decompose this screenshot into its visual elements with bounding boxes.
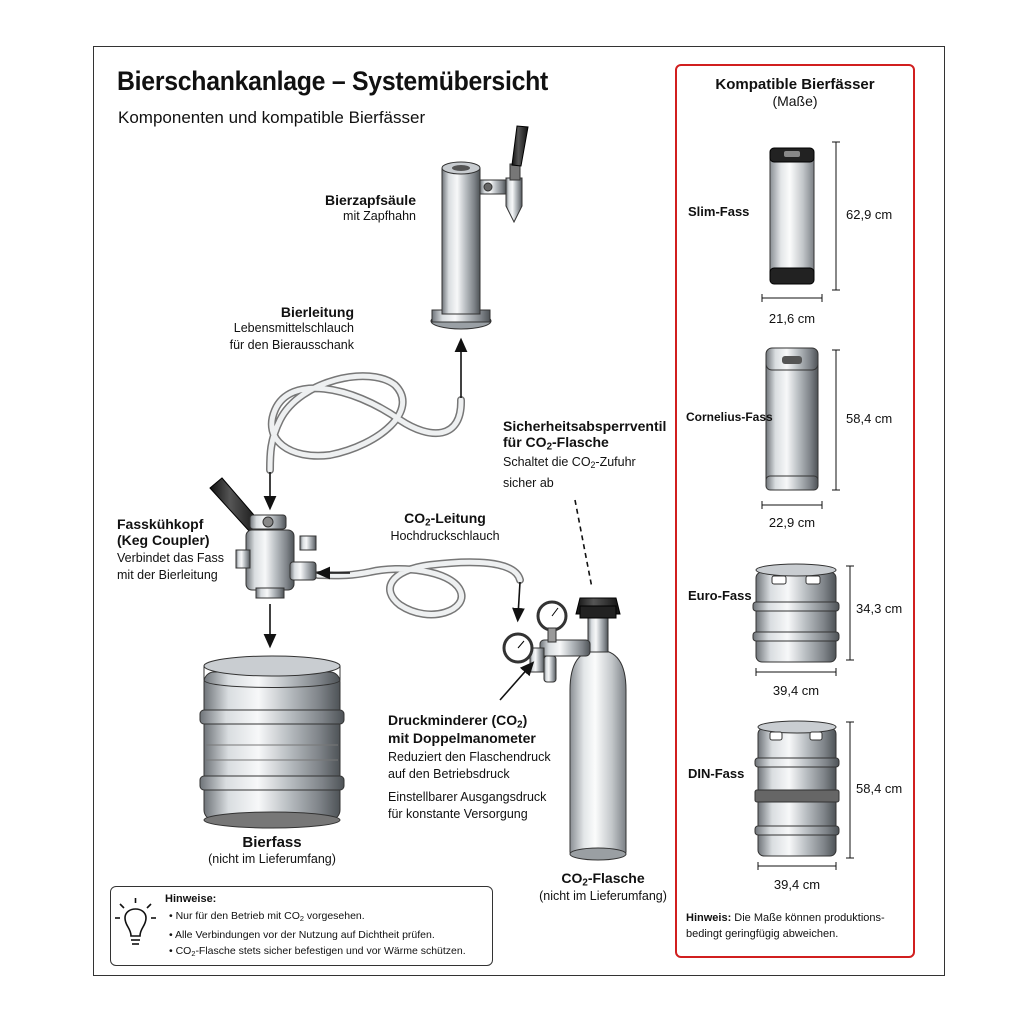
co2-line-label: CO2-Leitung Hochdruckschlauch xyxy=(380,510,510,545)
valve-label: Sicherheitsabsperrventil für CO2-Flasche… xyxy=(503,418,666,492)
regulator-name-2: mit Doppelmanometer xyxy=(388,730,536,747)
coupler-name-2: (Keg Coupler) xyxy=(117,532,210,548)
euro-keg-illustration xyxy=(752,563,840,663)
note-item-1: • Nur für den Betrieb mit CO2 vorgesehen… xyxy=(169,910,365,923)
slim-keg-illustration xyxy=(769,147,815,285)
keg-name-din: DIN-Fass xyxy=(688,766,745,781)
notes-list: • Nur für den Betrieb mit CO2 vorgesehen… xyxy=(169,908,466,962)
panel-subtitle: (Maße) xyxy=(772,93,818,109)
keg-name-slim: Slim-Fass xyxy=(688,204,750,219)
valve-name-1: Sicherheitsabsperrventil xyxy=(503,418,667,434)
flow-arrows xyxy=(263,337,593,701)
beer-line-name: Bierleitung xyxy=(280,304,354,320)
notes-heading: Hinweise: xyxy=(165,893,217,905)
page-subtitle: Komponenten und kompatible Bierfässer xyxy=(118,108,426,127)
coupler-desc-2: mit der Bierleitung xyxy=(117,568,218,582)
regulator-illustration xyxy=(502,600,591,683)
keg-height-slim: 62,9 cm xyxy=(846,207,893,222)
regulator-desc-3: Einstellbarer Ausgangsdruck xyxy=(388,790,547,805)
beer-line-illustration xyxy=(266,372,466,474)
cylinder-label: CO2-Flasche (nicht im Lieferumfang) xyxy=(530,870,676,905)
co2-line-illustration xyxy=(314,558,524,619)
main-keg-illustration xyxy=(199,655,345,829)
page-title: Bierschankanlage – Systemübersicht xyxy=(117,66,549,96)
regulator-desc-2: auf den Betriebsdruck xyxy=(388,767,510,782)
coupler-desc-1: Verbindet das Fass xyxy=(117,551,225,565)
regulator-name-1: Druckminderer (CO2) xyxy=(388,712,528,731)
beer-line-desc-2: für den Bierausschank xyxy=(229,338,354,352)
regulator-desc-1: Reduziert den Flaschendruck xyxy=(388,750,551,765)
diagram-frame xyxy=(93,46,945,976)
keg-width-cornelius: 22,9 cm xyxy=(768,515,816,530)
panel-title: Kompatible Bierfässer xyxy=(715,76,875,93)
keg-label: Bierfass (nicht im Lieferumfang) xyxy=(192,834,352,868)
co2-cylinder-illustration xyxy=(569,597,627,861)
note-item-2: • Alle Verbindungen vor der Nutzung auf … xyxy=(169,928,435,941)
panel-note-line-2: bedingt geringfügig abweichen. xyxy=(686,928,839,940)
panel-header: Kompatible Bierfässer (Maße) xyxy=(677,76,913,110)
tap-tower-name: Bierzapfsäule xyxy=(324,192,416,208)
keg-name-cornelius: Cornelius-Fass xyxy=(686,410,773,424)
valve-name-2: für CO2-Flasche xyxy=(503,434,609,453)
regulator-label: Druckminderer (CO2) mit Doppelmanometer … xyxy=(388,712,551,823)
regulator-desc-4: für konstante Versorgung xyxy=(388,807,528,822)
keg-width-slim: 21,6 cm xyxy=(768,311,816,326)
keg-width-euro: 39,4 cm xyxy=(772,683,820,698)
din-keg-illustration xyxy=(754,720,840,857)
tap-tower-label: Bierzapfsäule mit Zapfhahn xyxy=(290,192,416,225)
note-item-3: • CO2-Flasche stets sicher befestigen un… xyxy=(169,944,466,958)
keg-name: Bierfass xyxy=(242,834,302,851)
coupler-name-1: Fasskühkopf xyxy=(117,516,204,532)
cylinder-desc: (nicht im Lieferumfang) xyxy=(539,889,667,904)
keg-height-cornelius: 58,4 cm xyxy=(846,411,893,426)
coupler-illustration xyxy=(209,477,317,599)
keg-name-euro: Euro-Fass xyxy=(688,588,752,603)
keg-height-euro: 34,3 cm xyxy=(856,601,903,616)
keg-desc: (nicht im Lieferumfang) xyxy=(208,852,336,866)
dimension-lines xyxy=(755,141,854,870)
keg-height-din: 58,4 cm xyxy=(856,781,903,796)
beer-line-label: Bierleitung Lebensmittelschlauch für den… xyxy=(196,304,354,354)
tap-tower-illustration xyxy=(430,125,529,330)
panel-note: Hinweis: Die Maße können produktions- be… xyxy=(686,910,885,942)
co2-line-name: CO2-Leitung xyxy=(404,510,486,529)
tap-tower-desc: mit Zapfhahn xyxy=(343,209,416,223)
cornelius-keg-illustration xyxy=(765,347,819,491)
beer-line-desc-1: Lebensmittelschlauch xyxy=(233,321,354,335)
notes-box: Hinweise: • Nur für den Betrieb mit CO2 … xyxy=(110,886,493,966)
panel-note-line-1: Hinweis: Die Maße können produktions- xyxy=(686,912,885,924)
valve-desc-1: Schaltet die CO2-Zufuhr xyxy=(503,455,636,471)
compatible-kegs-panel xyxy=(675,64,915,958)
co2-line-desc: Hochdruckschlauch xyxy=(390,529,500,544)
keg-width-din: 39,4 cm xyxy=(773,877,821,892)
valve-desc-2: sicher ab xyxy=(503,475,554,490)
cylinder-name: CO2-Flasche xyxy=(561,870,645,889)
coupler-label: Fasskühkopf (Keg Coupler) Verbindet das … xyxy=(117,516,224,584)
lightbulb-icon xyxy=(115,898,156,945)
